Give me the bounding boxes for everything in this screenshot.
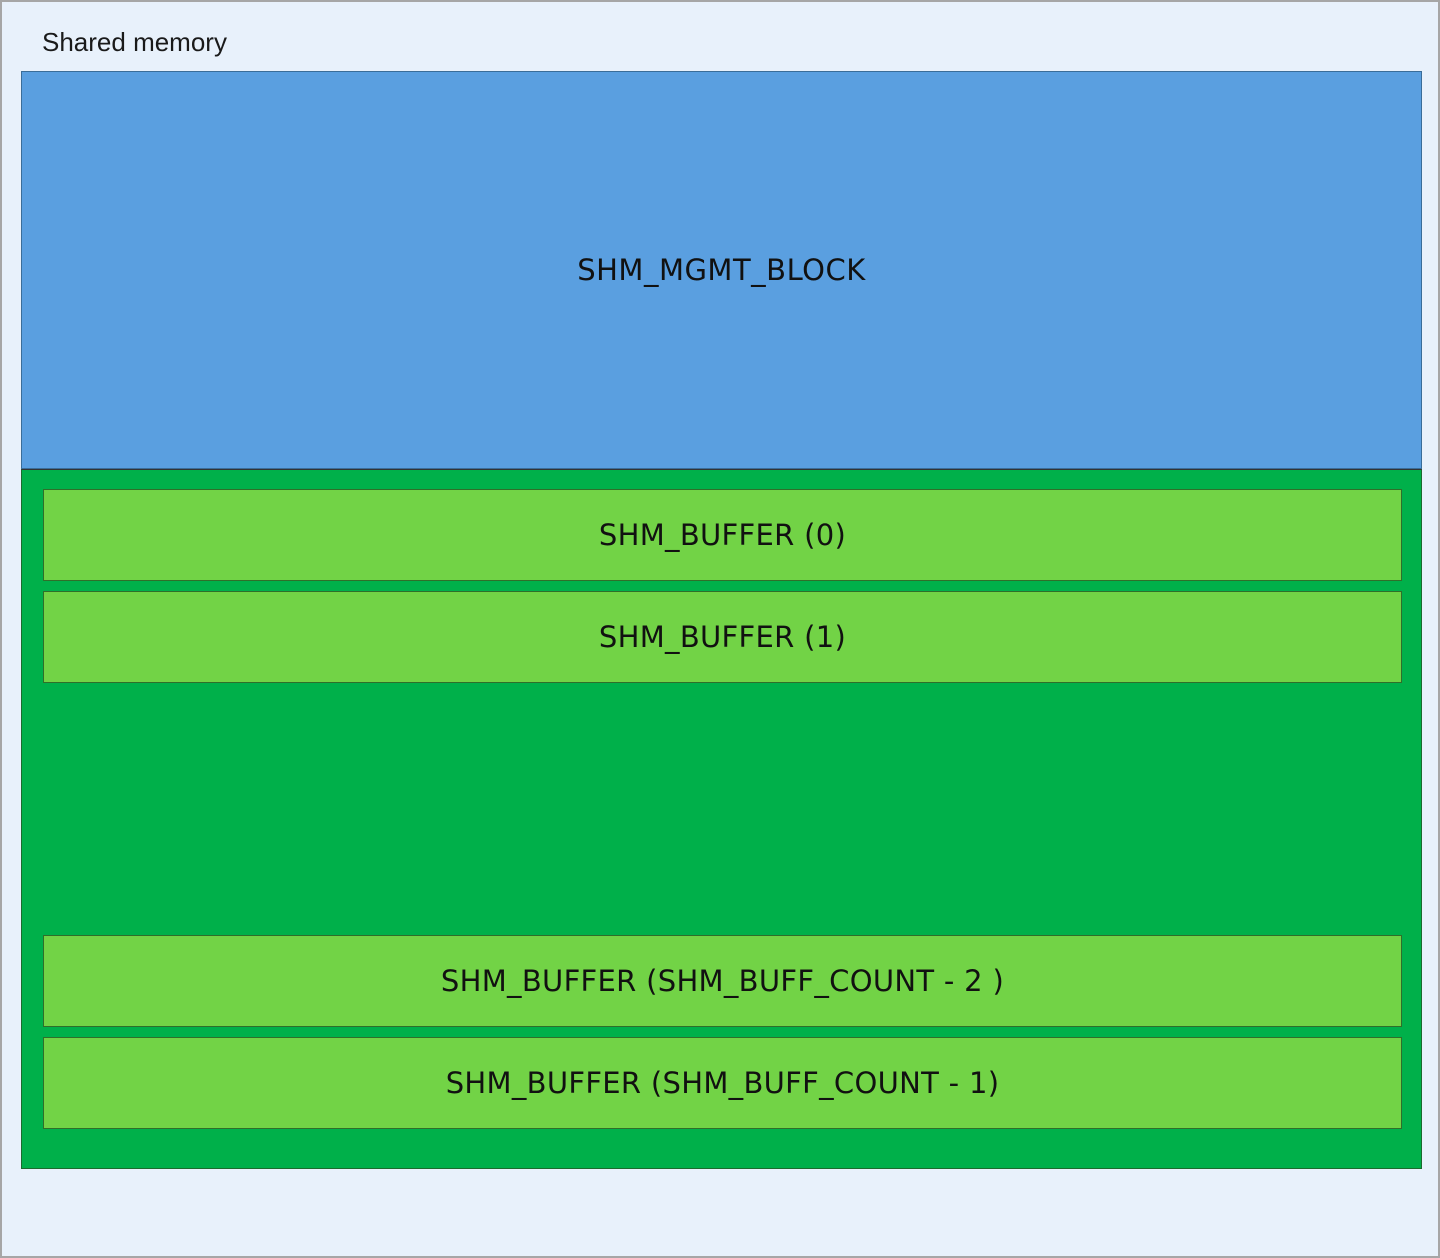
buffer-label: SHM_BUFFER (1): [598, 620, 847, 654]
buffer-block: SHM_BUFFER (0): [43, 489, 1402, 581]
mgmt-block-label: SHM_MGMT_BLOCK: [577, 253, 866, 287]
mgmt-block: SHM_MGMT_BLOCK: [21, 71, 1422, 469]
buffer-block: SHM_BUFFER (SHM_BUFF_COUNT - 2 ): [43, 935, 1402, 1027]
buffer-label: SHM_BUFFER (0): [598, 518, 847, 552]
buffer-block: SHM_BUFFER (SHM_BUFF_COUNT - 1): [43, 1037, 1402, 1129]
buffer-label: SHM_BUFFER (SHM_BUFF_COUNT - 2 ): [440, 964, 1005, 998]
buffer-block: SHM_BUFFER (1): [43, 591, 1402, 683]
shared-memory-label: Shared memory: [42, 27, 227, 57]
buffer-region: SHM_BUFFER (0) SHM_BUFFER (1) SHM_BUFFER…: [21, 469, 1422, 1169]
buffer-label: SHM_BUFFER (SHM_BUFF_COUNT - 1): [445, 1066, 1000, 1100]
